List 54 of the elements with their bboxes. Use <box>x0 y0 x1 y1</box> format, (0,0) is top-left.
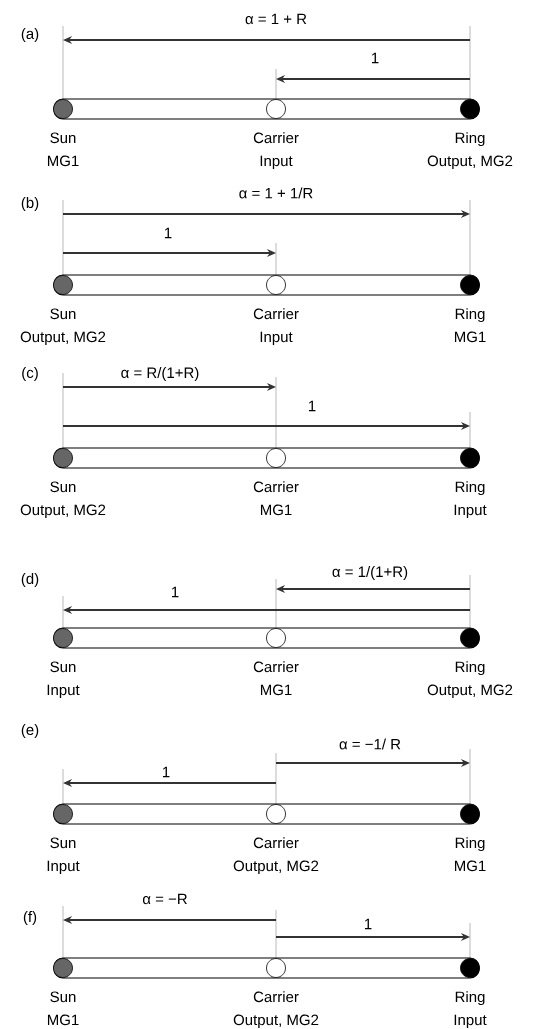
gear-label: Ring <box>455 837 485 852</box>
gear-label: Input <box>260 331 293 346</box>
ratio-label: α = R/(1+R) <box>121 367 199 381</box>
panel-letter: (d) <box>21 573 39 587</box>
gear-label: Sun <box>50 132 76 144</box>
gear-label: Output, MG2 <box>20 331 106 346</box>
gear-label: Output, MG2 <box>233 1014 319 1029</box>
gear-label: Ring <box>455 991 485 1006</box>
gear-label: MG1 <box>260 684 292 696</box>
gear-label: Ring <box>455 481 485 496</box>
gear-label: Sun <box>50 991 76 1003</box>
gear-label: Input <box>260 155 293 170</box>
ratio-label: α = 1/(1+R) <box>332 566 408 580</box>
ratio-label: 1 <box>372 52 379 64</box>
ratio-label: 1 <box>165 227 172 239</box>
gear-label: Output, MG2 <box>20 504 106 519</box>
gear-label: Sun <box>50 837 76 849</box>
gear-label: MG1 <box>47 155 79 167</box>
ratio-label: α = 1 + R <box>245 13 307 25</box>
ratio-label: α = −R <box>142 893 187 905</box>
gear-label: Output, MG2 <box>427 155 513 170</box>
ratio-label: 1 <box>172 586 179 598</box>
panel-letter: (f) <box>23 911 37 925</box>
ratio-label: α = 1 + 1/R <box>239 187 313 199</box>
ratio-label: 1 <box>365 918 372 930</box>
gear-label: Input <box>454 504 487 519</box>
gear-label: MG1 <box>454 860 486 872</box>
gear-label: Ring <box>455 661 485 676</box>
ratio-label: 1 <box>309 400 316 412</box>
ratio-label: α = −1/ R <box>339 738 401 750</box>
gear-label: Sun <box>50 481 76 493</box>
gear-label: Carrier <box>253 132 299 144</box>
panel-letter: (a) <box>21 28 39 42</box>
ratio-label: 1 <box>162 766 170 778</box>
gear-label: MG1 <box>47 1014 79 1026</box>
gear-label: Output, MG2 <box>427 684 513 699</box>
gear-label: MG1 <box>260 504 292 516</box>
gear-label: Carrier <box>253 837 299 849</box>
gear-label: Input <box>47 684 80 699</box>
gear-label: Input <box>454 1014 487 1029</box>
gear-label: Sun <box>50 661 76 673</box>
panel-letter: (b) <box>21 197 39 211</box>
gear-label: Input <box>47 860 80 875</box>
panel-letter: (c) <box>22 367 38 381</box>
gear-label: Sun <box>50 308 76 320</box>
gear-label: MG1 <box>454 331 486 343</box>
gear-label: Ring <box>455 132 485 147</box>
gear-label: Carrier <box>253 661 299 673</box>
panel-letter: (e) <box>21 724 39 738</box>
gear-label: Carrier <box>253 481 299 493</box>
gear-label: Output, MG2 <box>233 860 319 875</box>
gear-label: Ring <box>455 308 485 323</box>
gear-label: Carrier <box>253 308 299 320</box>
gear-label: Carrier <box>253 991 299 1003</box>
